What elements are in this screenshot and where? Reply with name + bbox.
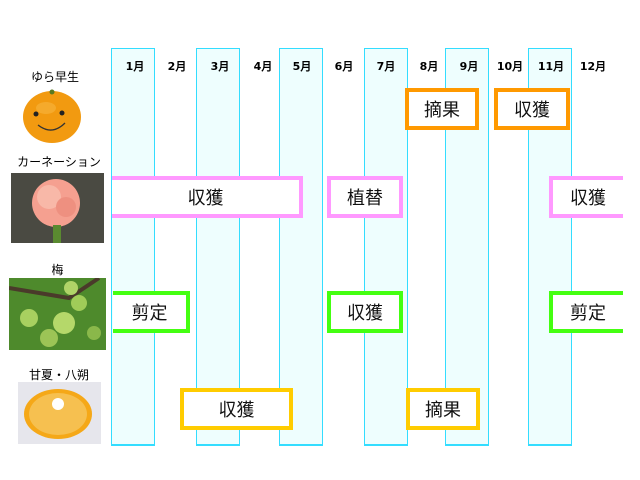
amanatsu-photo xyxy=(18,382,101,444)
task-bar-carnation-replant: 植替 xyxy=(327,176,403,218)
ume-photo xyxy=(9,278,106,350)
month-header: 5月 xyxy=(292,60,312,73)
month-column-3 xyxy=(196,48,240,446)
month-header: 7月 xyxy=(376,60,396,73)
task-bar-carnation-harvest-2: 収獲 xyxy=(549,176,623,218)
task-bar-ume-pruning-2: 剪定 xyxy=(549,291,623,333)
month-header: 12月 xyxy=(579,60,607,73)
task-bar-amanatsu-tekika: 摘果 xyxy=(406,388,480,430)
task-bar-ume-harvest: 収獲 xyxy=(327,291,403,333)
month-header: 1月 xyxy=(125,60,145,73)
month-header: 4月 xyxy=(253,60,273,73)
carnation-photo xyxy=(11,173,104,243)
month-header: 3月 xyxy=(210,60,230,73)
month-column-1 xyxy=(111,48,155,446)
month-header: 10月 xyxy=(496,60,524,73)
plant-label-amanatsu: 甘夏・八朔 xyxy=(28,368,89,382)
month-header: 2月 xyxy=(167,60,187,73)
task-bar-carnation-harvest: 収獲 xyxy=(112,176,303,218)
mandarin-photo xyxy=(22,88,82,144)
month-header: 6月 xyxy=(334,60,354,73)
task-bar-yura-harvest: 収獲 xyxy=(494,88,570,130)
plant-label-carnation: カーネーション xyxy=(17,155,101,169)
month-header: 9月 xyxy=(459,60,479,73)
month-column-5 xyxy=(279,48,323,446)
month-column-7 xyxy=(364,48,408,446)
month-header: 8月 xyxy=(419,60,439,73)
month-header: 11月 xyxy=(537,60,565,73)
task-bar-ume-pruning: 剪定 xyxy=(113,291,190,333)
task-bar-yura-tekika: 摘果 xyxy=(405,88,479,130)
plant-label-ume: 梅 xyxy=(51,263,64,277)
task-bar-amanatsu-harvest: 収獲 xyxy=(180,388,293,430)
plant-label-yura: ゆら早生 xyxy=(30,70,79,84)
